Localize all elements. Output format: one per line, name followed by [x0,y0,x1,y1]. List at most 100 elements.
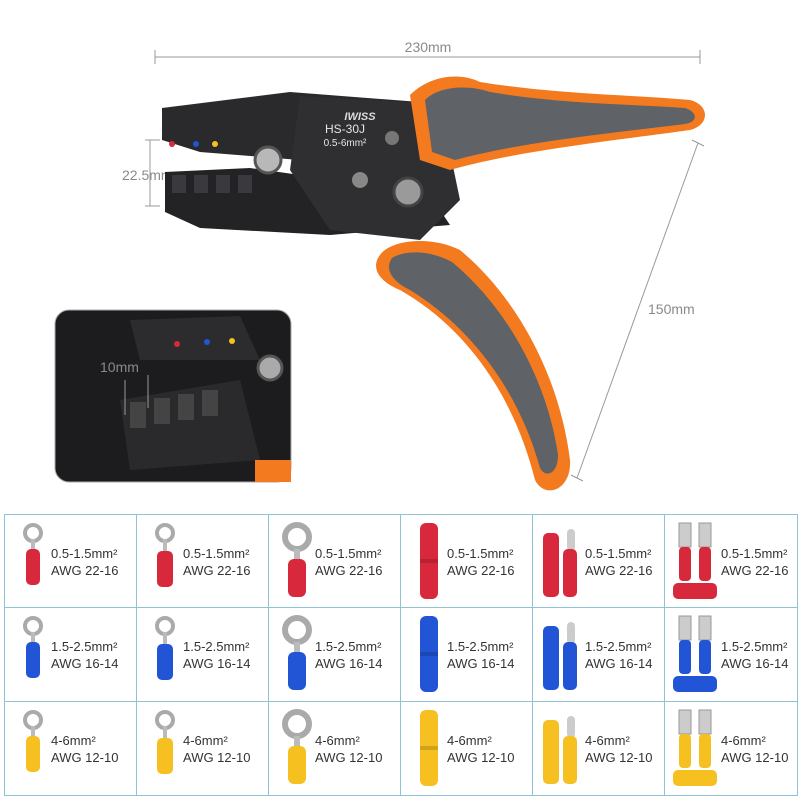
terminal-awg: AWG 22-16 [51,563,119,578]
length-dimension: 230mm [154,39,701,64]
terminal-size: 1.5-2.5mm² [447,639,514,655]
terminal-awg: AWG 22-16 [447,563,515,578]
brand-logo: IWISS [344,111,376,123]
terminal-size: 1.5-2.5mm² [51,639,118,655]
terminal-awg: AWG 12-10 [721,749,789,765]
terminal-spec: 0.5-1.5mm² AWG 22-16 [51,545,118,579]
butt-connector-icon [420,523,438,599]
terminal-size: 0.5-1.5mm² [315,546,382,561]
terminal-awg: AWG 12-10 [585,749,653,765]
large-ring-icon [282,708,312,784]
crimper-photo: 230mm 150mm 22.5mm IWISS HS-30J [54,39,705,491]
butt-connector-icon [420,709,438,786]
jaw-label: 22.5mm [122,167,173,183]
butt-connector-icon [420,616,438,693]
terminal-cell-fork-ring: 0.5-1.5mm² AWG 22-16 [137,515,269,609]
terminal-awg: AWG 16-14 [51,656,119,672]
terminal-size: 1.5-2.5mm² [585,639,652,655]
terminal-spec: 0.5-1.5mm² AWG 22-16 [315,545,382,579]
terminal-size: 0.5-1.5mm² [183,546,250,561]
terminal-cell-spade-connector: 0.5-1.5mm² AWG 22-16 [665,515,797,609]
terminal-size: 4-6mm² [447,732,492,748]
terminal-size: 0.5-1.5mm² [447,546,514,561]
terminal-size: 1.5-2.5mm² [315,639,382,655]
terminal-awg: AWG 16-14 [721,656,789,672]
terminal-size: 4-6mm² [721,732,766,748]
terminal-chart: 0.5-1.5mm² AWG 22-16 0.5-1.5mm² AWG 22-16 0.… [4,514,798,796]
terminal-size: 1.5-2.5mm² [721,639,788,655]
crimper-tool: IWISS HS-30J 0.5-6mm² [162,76,705,491]
spade-connector-icon [673,522,717,599]
bullet-connector-icon [543,529,577,597]
terminal-size: 4-6mm² [585,732,630,748]
terminal-awg: AWG 12-10 [183,749,251,765]
terminal-spec: 0.5-1.5mm² AWG 22-16 [447,545,514,579]
handle-label: 150mm [648,301,695,317]
terminal-spec: 0.5-1.5mm² AWG 22-16 [183,545,250,579]
terminal-awg: AWG 16-14 [183,656,251,672]
large-ring-icon [282,522,312,597]
terminal-awg: AWG 12-10 [447,749,515,765]
terminal-cell-small-ring: 0.5-1.5mm² AWG 22-16 [5,515,137,609]
fork-ring-icon [155,523,175,587]
inset-die-label: 10mm [100,359,139,375]
small-ring-icon [23,709,43,772]
small-ring-icon [23,616,43,679]
terminal-awg: AWG 22-16 [183,563,251,578]
terminal-spec: 0.5-1.5mm² AWG 22-16 [721,545,788,579]
jaw-closeup-inset: 10mm [54,309,292,483]
terminal-size: 0.5-1.5mm² [51,546,118,561]
terminal-awg: AWG 16-14 [447,656,515,672]
spade-connector-icon [673,615,717,693]
range-label: 0.5-6mm² [324,138,367,149]
terminal-awg: AWG 22-16 [315,563,383,578]
small-ring-icon [23,523,43,585]
terminal-awg: AWG 22-16 [721,563,789,578]
terminal-awg: AWG 12-10 [315,749,383,765]
spade-connector-icon [673,709,717,786]
jaw-dimension: 22.5mm [122,139,173,207]
terminal-size: 0.5-1.5mm² [721,546,788,561]
terminal-size: 4-6mm² [51,732,96,748]
handle-dimension: 150mm [570,139,705,482]
terminal-size: 1.5-2.5mm² [183,639,250,655]
terminal-size: 0.5-1.5mm² [585,546,652,561]
terminal-cell-large-ring: 0.5-1.5mm² AWG 22-16 [269,515,401,609]
terminal-awg: AWG 16-14 [315,656,383,672]
terminal-cell-butt-connector: 0.5-1.5mm² AWG 22-16 [401,515,533,609]
bullet-connector-icon [543,715,577,784]
terminal-awg: AWG 16-14 [585,656,653,672]
fork-ring-icon [155,616,175,681]
large-ring-icon [282,615,312,691]
model-label: HS-30J [325,122,365,136]
bullet-connector-icon [543,622,577,691]
length-label: 230mm [405,39,452,55]
terminal-size: 4-6mm² [315,732,360,748]
